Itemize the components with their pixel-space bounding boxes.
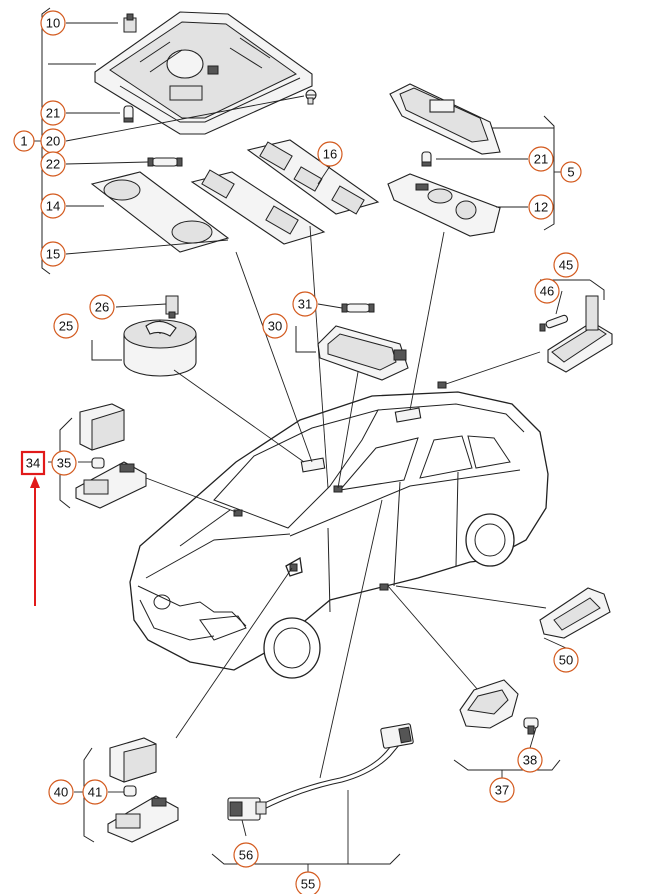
callout-15[interactable]: 15	[40, 241, 66, 267]
car-body	[129, 381, 549, 679]
callout-label: 50	[559, 653, 573, 668]
callout-label: 26	[95, 300, 109, 315]
bulb-46	[539, 314, 569, 332]
leader-lines	[48, 22, 567, 837]
callout-label: 41	[88, 785, 102, 800]
callout-label: 21	[534, 152, 548, 167]
callout-5[interactable]: 5	[560, 161, 582, 183]
door-lamp-housing-40	[109, 737, 157, 783]
callout-34[interactable]: 34	[26, 456, 40, 471]
callout-label: 10	[46, 16, 60, 31]
callout-21-top[interactable]: 21	[40, 100, 66, 126]
callout-label: 22	[46, 157, 60, 172]
callout-label: 30	[268, 319, 282, 334]
callout-41[interactable]: 41	[82, 779, 108, 805]
callout-label: 20	[46, 134, 60, 149]
reading-lamp-housing-5	[389, 83, 501, 155]
callout-35[interactable]: 35	[51, 450, 77, 476]
lamp-37	[459, 679, 519, 729]
lens-panel-14	[90, 171, 230, 253]
callout-25[interactable]: 25	[53, 313, 79, 339]
callout-21-right[interactable]: 21	[528, 146, 554, 172]
callouts: 10 21 1 20 22 14 15 16 21 5 12 26 25 31 …	[13, 10, 582, 894]
lamp-socket-10	[123, 13, 137, 33]
callout-1[interactable]: 1	[13, 130, 35, 152]
callout-label: 56	[239, 848, 253, 863]
lamp-45	[547, 295, 613, 373]
lamp-50	[539, 587, 611, 639]
callout-label: 46	[540, 284, 554, 299]
callout-label: 5	[567, 165, 574, 180]
callout-label: 38	[523, 753, 537, 768]
callout-label: 15	[46, 247, 60, 262]
festoon-bulb-22	[147, 157, 183, 167]
callout-label: 34	[26, 456, 40, 471]
callout-20[interactable]: 20	[40, 128, 66, 154]
wiring-harness-55	[257, 723, 414, 811]
callout-38[interactable]: 38	[517, 747, 543, 773]
callout-56[interactable]: 56	[233, 842, 259, 868]
connector-56	[227, 797, 267, 821]
callout-22[interactable]: 22	[40, 151, 66, 177]
lamp-base-34	[75, 461, 147, 509]
lamp-25	[123, 319, 197, 377]
lamp-housing-30	[317, 325, 409, 381]
lens-strip-16	[246, 139, 380, 215]
bracket-group-37	[453, 759, 561, 778]
highlight-34	[20, 450, 46, 606]
bracket-group-55	[211, 790, 401, 872]
lamp-base-40	[107, 795, 179, 843]
callout-label: 37	[495, 783, 509, 798]
callout-label: 16	[323, 147, 337, 162]
bulb-21-top	[123, 105, 134, 123]
bulb-38	[523, 717, 539, 735]
lens-strip-15	[190, 169, 326, 245]
callout-37[interactable]: 37	[489, 777, 515, 803]
callout-label: 45	[559, 258, 573, 273]
bracket-group-30	[295, 326, 316, 353]
callout-31[interactable]: 31	[292, 291, 318, 317]
callout-30[interactable]: 30	[262, 313, 288, 339]
callout-label: 14	[46, 199, 60, 214]
callout-46[interactable]: 46	[534, 278, 560, 304]
callout-label: 40	[54, 785, 68, 800]
callout-label: 35	[57, 456, 71, 471]
bulb-21-right	[421, 151, 432, 167]
door-lamp-housing-34	[79, 403, 125, 451]
connector-26	[165, 295, 179, 319]
callout-50[interactable]: 50	[553, 647, 579, 673]
callout-label: 21	[46, 106, 60, 121]
callout-26[interactable]: 26	[89, 294, 115, 320]
callout-40[interactable]: 40	[48, 779, 74, 805]
festoon-bulb-31	[341, 303, 375, 313]
callout-label: 12	[534, 200, 548, 215]
screw-20	[305, 89, 317, 105]
bracket-group-25	[91, 340, 122, 361]
callout-45[interactable]: 45	[553, 252, 579, 278]
bulb-35	[91, 457, 105, 469]
callout-12[interactable]: 12	[528, 194, 554, 220]
bulb-41	[123, 785, 137, 797]
callout-55[interactable]: 55	[295, 871, 321, 894]
callout-16[interactable]: 16	[317, 141, 343, 167]
callout-label: 25	[59, 319, 73, 334]
callout-14[interactable]: 14	[40, 193, 66, 219]
callout-label: 1	[20, 134, 27, 149]
lamp-base-12	[387, 173, 501, 237]
overhead-console-housing	[94, 11, 313, 135]
callout-label: 31	[298, 297, 312, 312]
callout-10[interactable]: 10	[40, 10, 66, 36]
callout-label: 55	[301, 877, 315, 892]
